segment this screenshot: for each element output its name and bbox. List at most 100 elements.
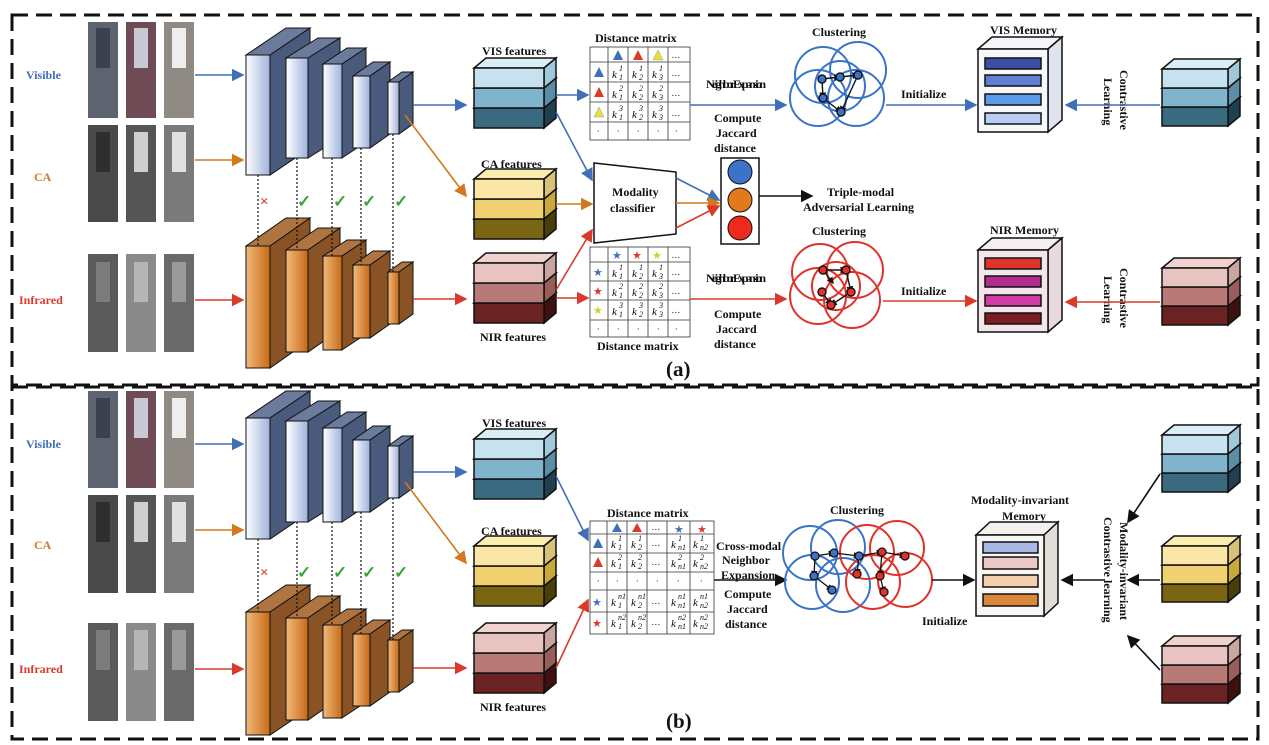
svg-text:1: 1 (619, 272, 623, 281)
svg-text:3: 3 (658, 272, 663, 281)
svg-text:1: 1 (619, 291, 623, 300)
svg-text:·: · (597, 576, 599, 586)
svg-text:…: … (652, 522, 660, 532)
svg-text:k: k (652, 287, 658, 299)
visible-person-images (88, 391, 194, 488)
compute-jaccard-label: Compute (724, 587, 772, 601)
svg-text:3: 3 (618, 104, 623, 113)
contrastive-learning-label: Contrastive (1117, 70, 1131, 131)
svg-text:k: k (671, 558, 677, 570)
svg-text:·: · (657, 126, 659, 136)
vis-clusters (789, 41, 887, 127)
svg-text:k: k (612, 287, 618, 299)
panel-a: Visible CA Infrared (19, 22, 1243, 381)
compute-jaccard-label: Jaccard (716, 126, 757, 140)
vis-backbone-b (244, 390, 415, 540)
modality-classifier (593, 162, 677, 244)
svg-text:1: 1 (618, 601, 622, 610)
svg-text:k: k (632, 89, 638, 101)
ca-features-stack-b (471, 534, 559, 608)
svg-text:1: 1 (619, 64, 623, 73)
svg-text:…: … (672, 305, 680, 315)
panel-b: Visible CA Infrared (19, 390, 1243, 736)
modality-label-infrared: Infrared (19, 662, 63, 676)
svg-text:n1: n1 (678, 622, 686, 631)
svg-text:·: · (657, 324, 659, 334)
vis-features-stack-a (471, 56, 559, 130)
check-mark: ✓ (362, 563, 376, 582)
svg-text:3: 3 (658, 301, 663, 310)
svg-text:k: k (611, 597, 617, 609)
svg-text:·: · (616, 576, 618, 586)
vis-features-label-a: VIS features (482, 44, 546, 58)
vis-backbone-a (244, 27, 415, 176)
svg-text:·: · (656, 576, 658, 586)
vis-cluster-nodes (817, 70, 863, 117)
contrastive-learning-label: Learning (1101, 78, 1115, 125)
mixed-clusters (782, 519, 933, 613)
svg-text:2: 2 (638, 601, 642, 610)
modality-label-visible: Visible (26, 68, 62, 82)
svg-text:k: k (612, 109, 618, 121)
compute-jaccard-label: distance (714, 337, 757, 351)
svg-text:…: … (652, 617, 660, 627)
svg-text:n1: n1 (678, 601, 686, 610)
svg-text:3: 3 (658, 73, 663, 82)
svg-text:k: k (631, 558, 637, 570)
svg-text:…: … (672, 250, 680, 260)
svg-text:k: k (671, 539, 677, 551)
svg-text:3: 3 (658, 291, 663, 300)
svg-text:2: 2 (619, 84, 623, 93)
svg-text:k: k (612, 69, 618, 81)
svg-text:1: 1 (678, 534, 682, 543)
distance-matrix-top-label: Distance matrix (595, 31, 677, 45)
svg-text:★: ★ (593, 266, 603, 279)
nir-backbone-b (244, 584, 415, 736)
distance-matrix-vis (589, 46, 691, 141)
cross-mark: × (260, 194, 269, 210)
nir-feature-stack-right-a (1159, 256, 1243, 327)
svg-text:k: k (631, 597, 637, 609)
neighbor-expansion-label: Neighbor Expansion (706, 271, 766, 285)
svg-text:3: 3 (638, 301, 643, 310)
svg-text:…: … (672, 286, 680, 296)
svg-text:★: ★ (674, 523, 684, 536)
svg-text:2: 2 (639, 291, 643, 300)
svg-text:k: k (611, 618, 617, 630)
check-mark: ✓ (333, 192, 347, 211)
svg-text:3: 3 (658, 93, 663, 102)
check-mark: ✓ (362, 192, 376, 211)
svg-text:n2: n2 (700, 601, 708, 610)
panel-b-border (10, 385, 1260, 741)
svg-text:1: 1 (619, 73, 623, 82)
svg-text:3: 3 (618, 301, 623, 310)
nir-memory (975, 236, 1065, 334)
svg-text:1: 1 (618, 543, 622, 552)
svg-text:k: k (652, 69, 658, 81)
svg-text:…: … (672, 267, 680, 277)
svg-text:3: 3 (658, 104, 663, 113)
cross-modal-label: Cross-modal (716, 539, 782, 553)
infrared-person-images (88, 623, 194, 721)
vis-features-label-b: VIS features (482, 416, 546, 430)
panel-a-caption: (a) (666, 357, 691, 381)
weight-sharing-links-a (257, 134, 394, 272)
svg-text:1: 1 (639, 263, 643, 272)
initialize-label-b: Initialize (922, 614, 968, 628)
svg-text:k: k (612, 268, 618, 280)
nir-features-stack-b (471, 621, 559, 695)
svg-text:2: 2 (700, 553, 704, 562)
svg-text:1: 1 (700, 534, 704, 543)
svg-text:1: 1 (619, 93, 623, 102)
svg-text:2: 2 (638, 543, 642, 552)
svg-text:★: ★ (593, 304, 603, 317)
svg-text:2: 2 (639, 113, 643, 122)
compute-jaccard-label: distance (714, 141, 757, 155)
svg-text:·: · (677, 576, 679, 586)
visible-person-images (88, 22, 194, 118)
svg-text:k: k (652, 109, 658, 121)
invariant-memory-label: Modality-invariant (971, 493, 1069, 507)
svg-text:k: k (611, 539, 617, 551)
svg-text:2: 2 (659, 282, 663, 291)
